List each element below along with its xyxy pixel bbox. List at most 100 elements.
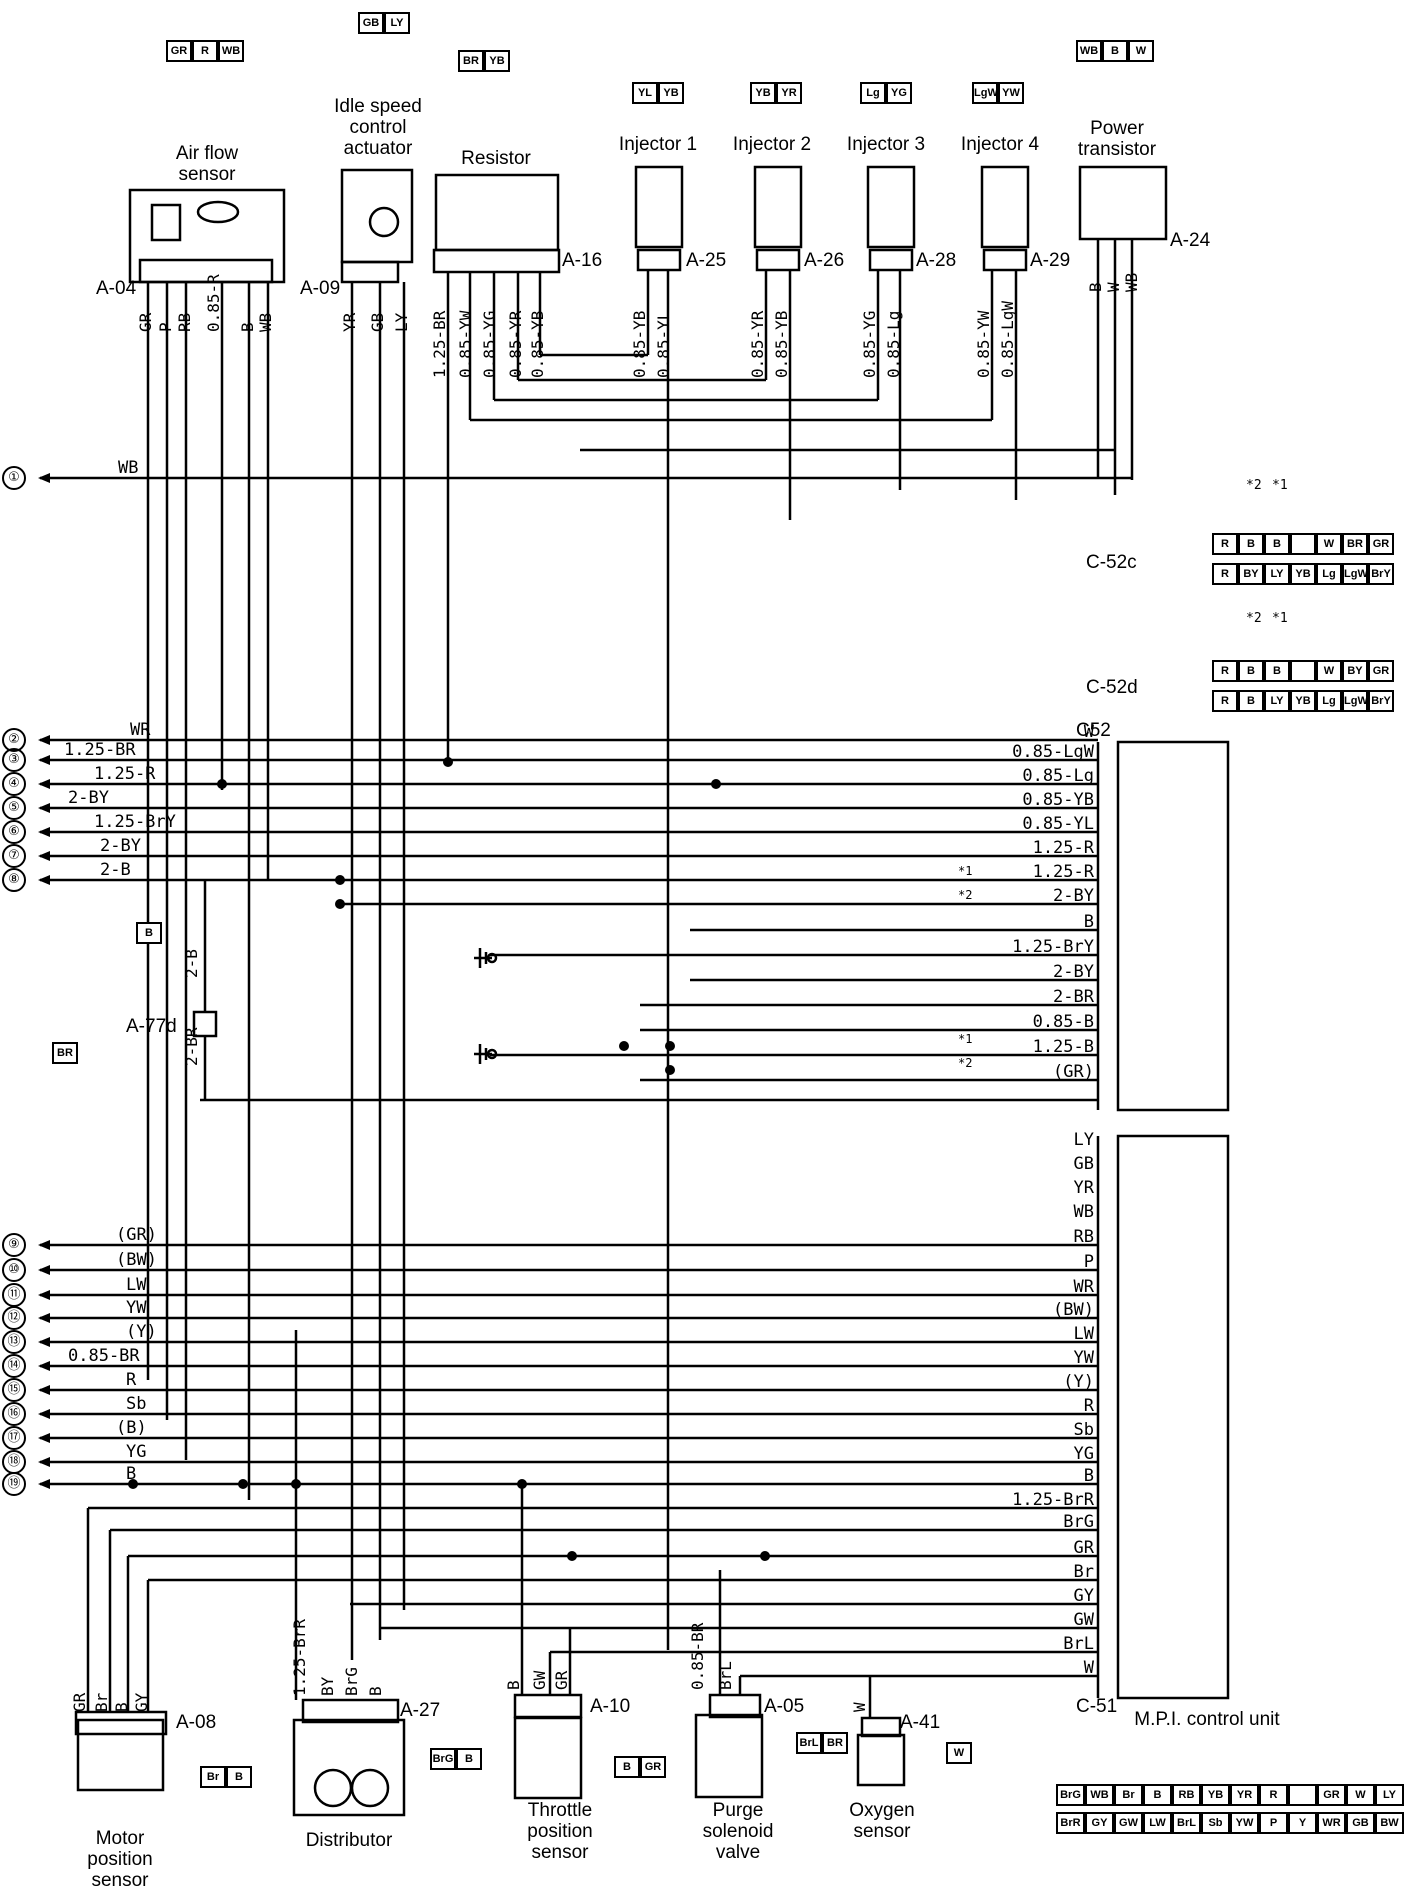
c51-pin-17: BrG (1063, 1512, 1094, 1532)
bottom-wire-a08-2: Br (92, 1692, 111, 1712)
c52-pin-2: 0.85-LgW (1012, 742, 1094, 762)
pin-a08-1: Br (200, 1766, 226, 1788)
pin-c52d-r3-2: B (1238, 690, 1264, 712)
c52-mark-1a: *1 (958, 864, 973, 878)
pin-ecu-r1-10: GR (1317, 1784, 1346, 1806)
pin-ecu-r2-11: GB (1346, 1812, 1375, 1834)
pin-inj4-1: LgW (972, 82, 998, 104)
ref-circle-19: ⑲ (2, 1472, 26, 1496)
top-wire-a25-1: 0.85-YB (630, 310, 649, 378)
injector-3-body (866, 165, 916, 249)
mpi-control-unit-label: M.P.I. control unit (1134, 1709, 1280, 1730)
pin-c52d-r2-2: B (1238, 660, 1264, 682)
bottom-wire-a10-2: GW (530, 1670, 549, 1690)
top-wire-a24-3: WB (1122, 272, 1141, 292)
pin-ecu-r1-6: YB (1201, 1784, 1230, 1806)
idle-speed-label: Idle speed control actuator (334, 96, 422, 159)
c52-pin-8: 2-BY (1053, 886, 1094, 906)
pin-inj2-1: YB (750, 82, 776, 104)
connector-a24: A-24 (1170, 230, 1211, 251)
pin-c52d-r3-7: BrY (1368, 690, 1394, 712)
pin-c52c-r3-3: LY (1264, 563, 1290, 585)
pin-isc-2: LY (384, 12, 410, 34)
a77d-wire-1: 2-B (182, 949, 201, 978)
connector-a26: A-26 (804, 250, 845, 271)
pin-ecu-r1-11: W (1346, 1784, 1375, 1806)
connector-a41: A-41 (900, 1712, 941, 1733)
pin-ecu-r1-2: WB (1085, 1784, 1114, 1806)
pin-c52d-r2-1: R (1212, 660, 1238, 682)
pin-ptr-1: WB (1076, 40, 1102, 62)
pin-ptr-3: W (1128, 40, 1154, 62)
c51-pin-4: WB (1073, 1202, 1094, 1222)
c51-pin-13: Sb (1073, 1420, 1094, 1440)
pin-c52c-r3-1: R (1212, 563, 1238, 585)
ref-wire-label-3: 1.25-BR (64, 740, 136, 760)
pin-afs-top-2: R (192, 40, 218, 62)
connector-a27: A-27 (400, 1700, 441, 1721)
pin-ecu-r2-2: GY (1085, 1812, 1114, 1834)
pin-c52d-r3-5: Lg (1316, 690, 1342, 712)
pin-c52d-r3-6: LgW (1342, 690, 1368, 712)
ref-wire-label-6: 1.25-BrY (94, 812, 176, 832)
c51-pin-1: LY (1073, 1130, 1094, 1150)
pin-a08-2: B (226, 1766, 252, 1788)
c51-pin-5: RB (1073, 1227, 1094, 1247)
c51-pin-22: BrL (1063, 1634, 1094, 1654)
c52-pin-15: (GR) (1053, 1062, 1094, 1082)
c52-pin-7: 1.25-R (1032, 862, 1094, 882)
pin-inj1-2: YB (658, 82, 684, 104)
pin-res-1: BR (458, 50, 484, 72)
pin-afs-top-3: WB (218, 40, 244, 62)
pin-ecu-r2-6: Sb (1201, 1812, 1230, 1834)
connector-a10: A-10 (590, 1696, 631, 1717)
c52-mark-2a: *2 (958, 888, 973, 902)
ref-wire-label-16: Sb (126, 1394, 147, 1414)
pin-c52d-r2-3: B (1264, 660, 1290, 682)
idle-speed-body (340, 168, 414, 264)
ref-circle-13: ⑬ (2, 1330, 26, 1354)
c52-pin-10: 1.25-BrY (1012, 937, 1094, 957)
c51-pin-18: GR (1073, 1538, 1094, 1558)
pin-ecu-r1-5: RB (1172, 1784, 1201, 1806)
pin-a41-1: W (946, 1742, 972, 1764)
pin-c52c-r3-5: Lg (1316, 563, 1342, 585)
pin-c52c-r2-5: W (1316, 533, 1342, 555)
top-wire-a09-2: GB (368, 312, 387, 332)
pin-c52d-r3-1: R (1212, 690, 1238, 712)
c52d-mark-2: *2 (1246, 611, 1262, 626)
connector-a25: A-25 (686, 250, 727, 271)
ref-circle-7: ⑦ (2, 844, 26, 868)
pin-c52d-r2-4 (1290, 660, 1316, 682)
pin-a77d-bot-1: BR (52, 1042, 78, 1064)
pin-a10-2: GR (640, 1756, 666, 1778)
pin-ecu-r1-12: LY (1375, 1784, 1404, 1806)
top-wire-a24-2: W (1104, 282, 1123, 292)
bottom-wire-a27-1: 1.25-BrR (290, 1618, 309, 1696)
bottom-wire-a10-1: B (504, 1680, 523, 1690)
ref-wire-label-2: WR (130, 720, 151, 740)
pin-c52d-r2-5: W (1316, 660, 1342, 682)
pin-ecu-r1-7: YR (1230, 1784, 1259, 1806)
c51-pin-19: Br (1073, 1562, 1094, 1582)
top-wire-a04-4: 0.85-R (204, 274, 223, 332)
top-wire-a26-2: 0.85-YB (772, 310, 791, 378)
c51-pin-20: GY (1073, 1586, 1094, 1606)
pin-ecu-r1-8: R (1259, 1784, 1288, 1806)
pin-ecu-r2-3: GW (1114, 1812, 1143, 1834)
c52-pin-5: 0.85-YL (1022, 814, 1094, 834)
ref-circle-14: ⑭ (2, 1354, 26, 1378)
ref-wire-label-4: 1.25-R (94, 764, 156, 784)
connector-c51: C-51 (1076, 1696, 1118, 1717)
c52d-mark-1: *1 (1272, 611, 1288, 626)
pin-inj1-1: YL (632, 82, 658, 104)
top-wire-a28-2: 0.85-Lg (884, 310, 903, 378)
injector-1-body (634, 165, 684, 249)
top-wire-a16-4: 0.85-YR (506, 310, 525, 378)
connector-a16: A-16 (562, 250, 603, 271)
bottom-wire-a08-1: GR (70, 1692, 89, 1712)
c52-mark-2b: *2 (958, 1056, 973, 1070)
pin-inj3-2: YG (886, 82, 912, 104)
c51-pin-2: GB (1073, 1154, 1094, 1174)
